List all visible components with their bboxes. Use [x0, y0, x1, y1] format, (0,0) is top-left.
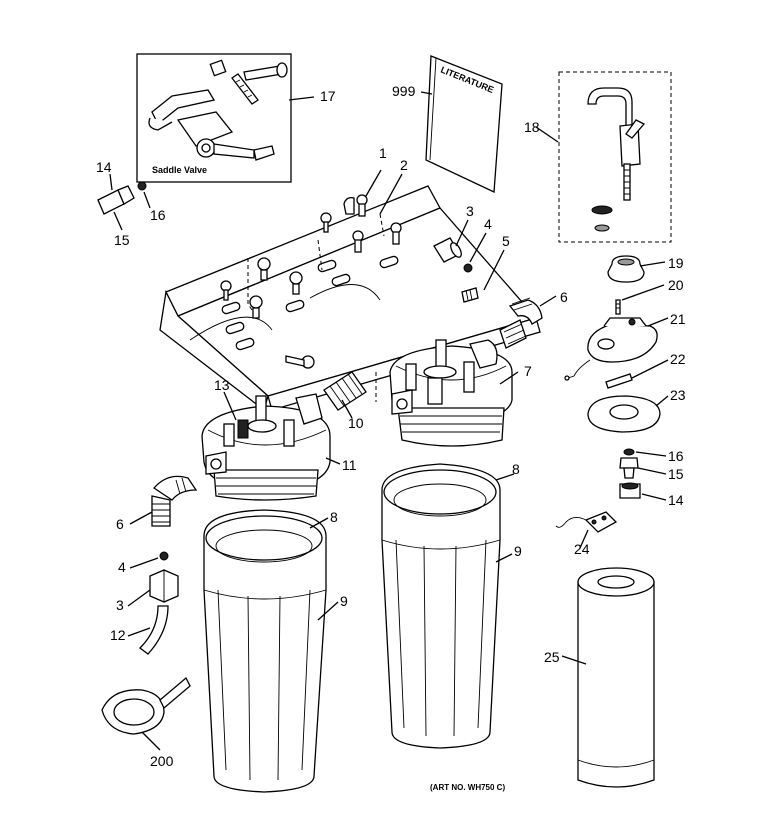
label-5: 5 [502, 233, 510, 249]
label-24: 24 [574, 541, 590, 557]
left-fittings [139, 475, 198, 655]
art-number: (ART NO. WH750 C) [430, 783, 505, 792]
label-14-left: 14 [96, 159, 112, 175]
label-6-left: 6 [116, 516, 124, 532]
label-12: 12 [110, 627, 126, 643]
filter-cartridge [577, 567, 655, 788]
label-6-right: 6 [560, 289, 568, 305]
label-18: 18 [524, 119, 540, 135]
label-17: 17 [320, 88, 336, 104]
label-7: 7 [524, 363, 532, 379]
left-small-fittings [97, 181, 147, 215]
label-20: 20 [668, 277, 684, 293]
label-999: 999 [392, 83, 416, 99]
label-8-left: 8 [330, 509, 338, 525]
label-4-left: 4 [118, 559, 126, 575]
label-14-right: 14 [668, 492, 684, 508]
label-19: 19 [668, 255, 684, 271]
left-filter-housing [203, 509, 327, 793]
label-1: 1 [379, 145, 387, 161]
label-9-right: 9 [514, 543, 522, 559]
label-3-top: 3 [466, 203, 474, 219]
leader-lines [109, 91, 669, 751]
right-filter-head [375, 339, 513, 447]
label-16-right: 16 [668, 448, 684, 464]
label-200: 200 [150, 753, 174, 769]
label-8-right: 8 [512, 461, 520, 477]
label-3-left: 3 [116, 597, 124, 613]
label-4-top: 4 [484, 216, 492, 232]
label-11: 11 [342, 457, 357, 473]
left-filter-head [201, 393, 331, 501]
label-21: 21 [670, 311, 686, 327]
label-23: 23 [670, 387, 686, 403]
label-13: 13 [214, 377, 230, 393]
saddle-valve-inset: Saddle Valve [136, 53, 292, 183]
label-25: 25 [544, 649, 560, 665]
label-15-left: 15 [114, 232, 130, 248]
right-filter-housing [381, 463, 501, 749]
faucet-assembly [558, 71, 672, 243]
label-9-left: 9 [340, 593, 348, 609]
fitting-10 [323, 371, 367, 411]
literature-booklet: LITERATURE [425, 55, 503, 193]
label-16-left: 16 [150, 207, 166, 223]
saddle-valve-caption: Saddle Valve [152, 165, 207, 175]
right-fittings [433, 237, 543, 349]
part-labels: 17 999 18 1 2 3 4 5 6 7 8 9 10 11 13 6 4… [96, 83, 686, 792]
housing-wrench [101, 676, 191, 735]
faucet-base-parts [555, 255, 661, 533]
label-15-right: 15 [668, 466, 684, 482]
label-22: 22 [670, 351, 686, 367]
label-2: 2 [400, 157, 408, 173]
label-10: 10 [348, 415, 364, 431]
